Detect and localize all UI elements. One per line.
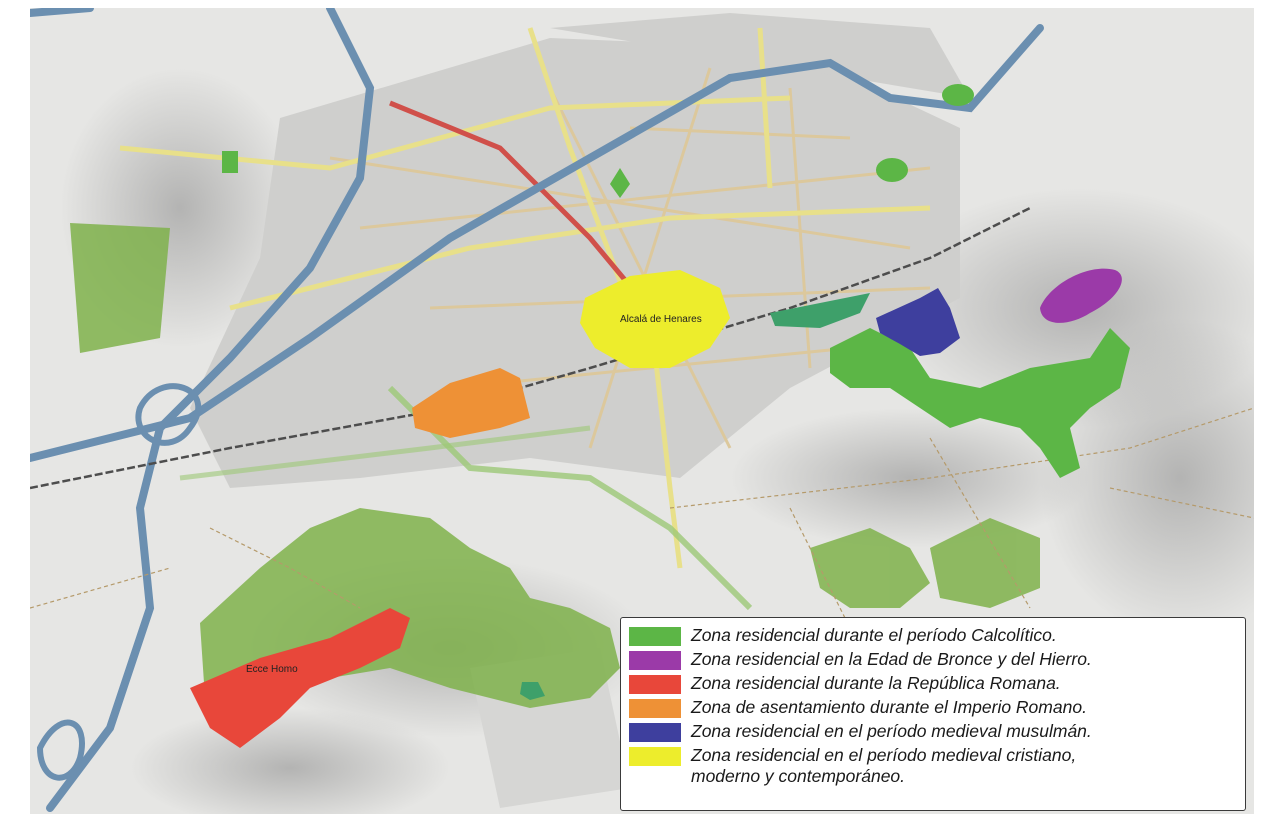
- red-road: [389, 100, 642, 300]
- legend-swatch: [629, 675, 681, 694]
- map-legend: Zona residencial durante el período Calc…: [620, 617, 1246, 811]
- motorway-ring: [135, 383, 201, 446]
- legend-swatch: [629, 699, 681, 718]
- hill-label: Ecce Homo: [246, 664, 298, 675]
- city-label: Alcalá de Henares: [620, 314, 702, 325]
- legend-swatch: [629, 747, 681, 766]
- zone-calcolitico[interactable]: [222, 84, 1130, 478]
- legend-swatch: [629, 651, 681, 670]
- legend-item-medieval-musulman: Zona residencial en el período medieval …: [629, 721, 1237, 742]
- legend-item-bronce-hierro: Zona residencial en la Edad de Bronce y …: [629, 649, 1237, 670]
- zone-medieval-cristiano[interactable]: [580, 270, 730, 368]
- zone-republica-romana[interactable]: [190, 608, 410, 748]
- map-canvas[interactable]: Alcalá de Henares Ecce Homo: [30, 8, 1254, 814]
- zone-bronce-hierro[interactable]: [1040, 268, 1122, 323]
- legend-label: Zona de asentamiento durante el Imperio …: [691, 697, 1087, 717]
- legend-label: Zona residencial en la Edad de Bronce y …: [691, 649, 1092, 669]
- ring-south: [36, 719, 85, 781]
- zone-medieval-musulman[interactable]: [876, 288, 960, 356]
- tracks: [30, 407, 1254, 629]
- legend-label: Zona residencial en el período medieval …: [691, 721, 1092, 741]
- legend-label: Zona residencial durante la República Ro…: [691, 673, 1061, 693]
- legend-label: Zona residencial durante el período Calc…: [691, 625, 1057, 645]
- legend-swatch: [629, 627, 681, 646]
- zone-calcolitico-small[interactable]: [770, 293, 870, 328]
- river-corridor: [387, 385, 753, 611]
- green-corridor: [179, 425, 591, 481]
- legend-label: Zona residencial en el período medieval …: [691, 745, 1077, 786]
- legend-item-medieval-cristiano: Zona residencial en el período medieval …: [629, 745, 1237, 787]
- legend-item-imperio-romano: Zona de asentamiento durante el Imperio …: [629, 697, 1237, 718]
- zone-calcolitico-south[interactable]: [520, 682, 545, 700]
- zone-imperio-romano[interactable]: [412, 368, 530, 438]
- legend-swatch: [629, 723, 681, 742]
- legend-item-calcolitico: Zona residencial durante el período Calc…: [629, 625, 1237, 646]
- legend-item-republica-romana: Zona residencial durante la República Ro…: [629, 673, 1237, 694]
- railway: [30, 206, 1031, 490]
